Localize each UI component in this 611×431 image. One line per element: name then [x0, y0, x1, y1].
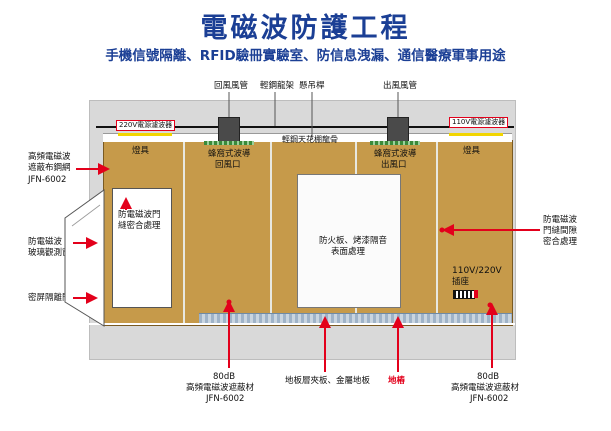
floor-line — [89, 323, 515, 325]
glass-window-label-2: 玻璃觀測窗 — [28, 248, 71, 258]
page-title: 電磁波防護工程 — [200, 13, 411, 44]
ground-label: 地樁 — [388, 376, 406, 386]
steel-mesh-label-2: 遮蔽布鋼網 — [28, 163, 71, 173]
filter-110-bar — [449, 133, 503, 136]
light-steel-label: 輕鋼龍架 — [260, 81, 295, 91]
door-label-1: 防電磁波門 — [118, 210, 161, 220]
return-pipe-label: 回風風管 — [214, 81, 249, 91]
seam-label-2: 門縫間隙 — [543, 226, 578, 236]
open-door-leaf — [64, 189, 105, 327]
outlet-voltage: 110V/220V — [452, 266, 502, 276]
left-shield-label-2: 高頻電磁波遮蔽材 — [186, 383, 255, 393]
ceiling-label: 輕鋼天花棚龍骨 — [282, 135, 338, 144]
steel-mesh-label-1: 高頻電磁波 — [28, 152, 71, 162]
metal-floor — [199, 313, 512, 324]
exhaust-pipe-label: 出風風管 — [383, 81, 418, 91]
page-subtitle: 手機信號隔離、RFID驗冊實驗室、防信息洩漏、通信醫療軍事用途 — [105, 48, 506, 64]
fireproof-panel — [297, 174, 401, 308]
right-shield-label-3: JFN-6002 — [470, 394, 509, 404]
seam-label-1: 防電磁波 — [543, 215, 578, 225]
outlet-label: 插座 — [452, 277, 470, 287]
ceiling-strip — [103, 133, 512, 142]
return-vent-label-2: 回風口 — [215, 160, 241, 170]
left-shield-label-3: JFN-6002 — [206, 394, 245, 404]
exhaust-vent-label-2: 出風口 — [381, 160, 407, 170]
left-shield-label-1: 80dB — [213, 372, 236, 382]
floor-label: 地板層夾板、金屬地板 — [285, 376, 371, 386]
return-honeycomb-bar — [204, 141, 254, 145]
outlet-indicator — [474, 290, 478, 298]
hanger-label: 懸吊桿 — [299, 81, 325, 91]
shield-door-label: 密屏隔離門 — [28, 293, 71, 303]
lamp-right-label: 燈具 — [463, 146, 481, 156]
exhaust-vent-label-1: 蜂窩式波導 — [374, 149, 417, 159]
filter-220-bar — [118, 133, 172, 136]
panel-divider-4 — [436, 140, 438, 324]
exhaust-honeycomb-bar — [370, 141, 420, 145]
seam-label-3: 密合處理 — [543, 237, 578, 247]
power-wire — [96, 126, 514, 128]
panel-divider-1 — [183, 140, 185, 324]
return-vent-label-1: 蜂窩式波導 — [208, 149, 251, 159]
lamp-left-label: 燈具 — [132, 146, 150, 156]
right-shield-label-2: 高頻電磁波遮蔽材 — [451, 383, 520, 393]
panel-label-2: 表面處理 — [331, 247, 366, 257]
panel-divider-2 — [270, 140, 272, 324]
filter-220-tag: 220V電源濾波器 — [116, 120, 176, 131]
right-shield-label-1: 80dB — [477, 372, 500, 382]
filter-110-tag: 110V電源濾波器 — [449, 117, 509, 128]
steel-mesh-label-3: JFN-6002 — [28, 175, 67, 185]
panel-label-1: 防火板、烤漆隔音 — [319, 236, 388, 246]
glass-window-label-1: 防電磁波 — [28, 237, 63, 247]
door-label-2: 縫密合處理 — [118, 221, 161, 231]
